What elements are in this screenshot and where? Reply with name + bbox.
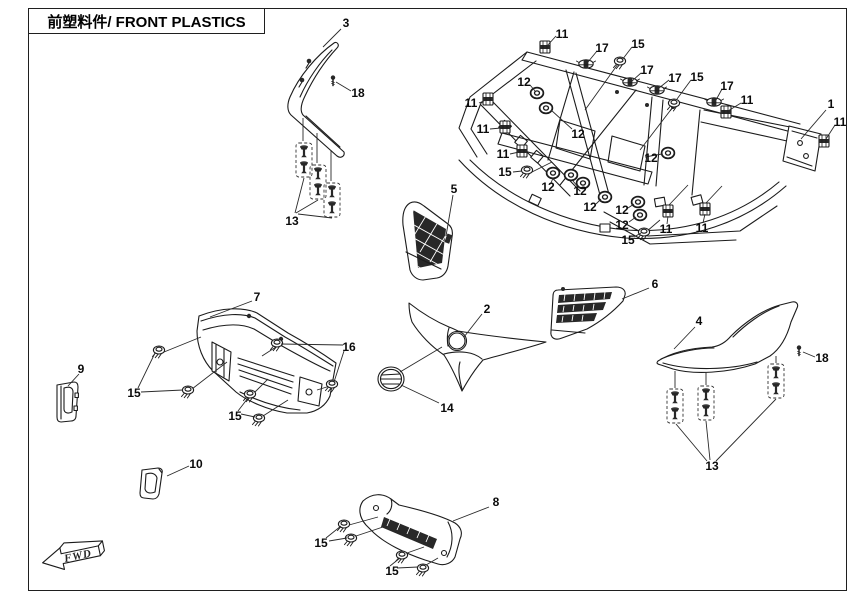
grommet-icon xyxy=(538,101,554,115)
grommet-icon xyxy=(575,176,591,190)
clip-nut-icon xyxy=(499,120,511,134)
grommet-icon xyxy=(660,146,676,160)
push-pin-icon xyxy=(314,183,322,196)
trim-clip-icon xyxy=(646,85,668,95)
screw-icon xyxy=(796,344,802,357)
grommet-icon xyxy=(597,190,613,204)
part-10-small-cover xyxy=(139,467,163,500)
clip-nut-icon xyxy=(516,144,528,158)
page-border xyxy=(28,8,847,591)
part-4-front-side-panel-right xyxy=(656,301,802,424)
screw-icon xyxy=(666,98,681,112)
grommet-icon xyxy=(632,208,648,222)
screw-icon xyxy=(180,385,195,399)
trim-clip-icon xyxy=(575,59,597,69)
page-title: 前塑料件/ FRONT PLASTICS xyxy=(28,8,265,34)
frame-fasteners xyxy=(482,40,830,241)
grommet-icon xyxy=(529,86,545,100)
grommet-icon xyxy=(545,166,561,180)
grommet-icon xyxy=(630,195,646,209)
part-2-nose-panel xyxy=(408,302,547,392)
push-pin-icon xyxy=(671,407,679,420)
trim-clip-icon xyxy=(619,77,641,87)
push-pin-icon xyxy=(300,145,308,158)
push-pin-icon xyxy=(300,161,308,174)
clip-nut-icon xyxy=(539,40,551,54)
screw-icon xyxy=(394,550,409,564)
clip-nut-icon xyxy=(662,204,674,218)
push-pin-icon xyxy=(328,201,336,214)
push-pin-icon xyxy=(702,388,710,401)
fwd-arrow-label: FWD xyxy=(62,548,93,566)
part-6-slat-grille xyxy=(550,286,626,340)
clip-nut-icon xyxy=(720,105,732,119)
part-9-small-cover xyxy=(56,381,79,423)
clip-nut-icon xyxy=(699,202,711,216)
screw-icon xyxy=(151,345,166,359)
part-8-lower-bracket xyxy=(336,494,462,577)
push-pin-icon xyxy=(772,366,780,379)
part-7-front-bumper-fascia xyxy=(151,308,339,427)
push-pin-icon xyxy=(671,391,679,404)
part-14-front-emblem xyxy=(377,366,405,392)
screw-icon xyxy=(343,533,358,547)
push-pin-icon xyxy=(314,167,322,180)
fwd-arrow: FWD xyxy=(42,540,105,570)
screw-icon xyxy=(330,74,336,87)
part-3-front-side-panel-left xyxy=(287,41,345,218)
push-pin-icon xyxy=(702,404,710,417)
screw-icon xyxy=(336,519,351,533)
grommet-icon xyxy=(563,168,579,182)
screw-icon xyxy=(415,563,430,577)
leader-lines xyxy=(67,28,836,569)
push-pin-icon xyxy=(328,185,336,198)
screw-icon xyxy=(519,165,534,179)
push-pin-icon xyxy=(772,382,780,395)
screw-icon xyxy=(251,413,266,427)
clip-nut-icon xyxy=(482,92,494,106)
part-1-front-frame-assembly xyxy=(458,51,822,245)
part-5-mesh-grille xyxy=(402,201,453,281)
